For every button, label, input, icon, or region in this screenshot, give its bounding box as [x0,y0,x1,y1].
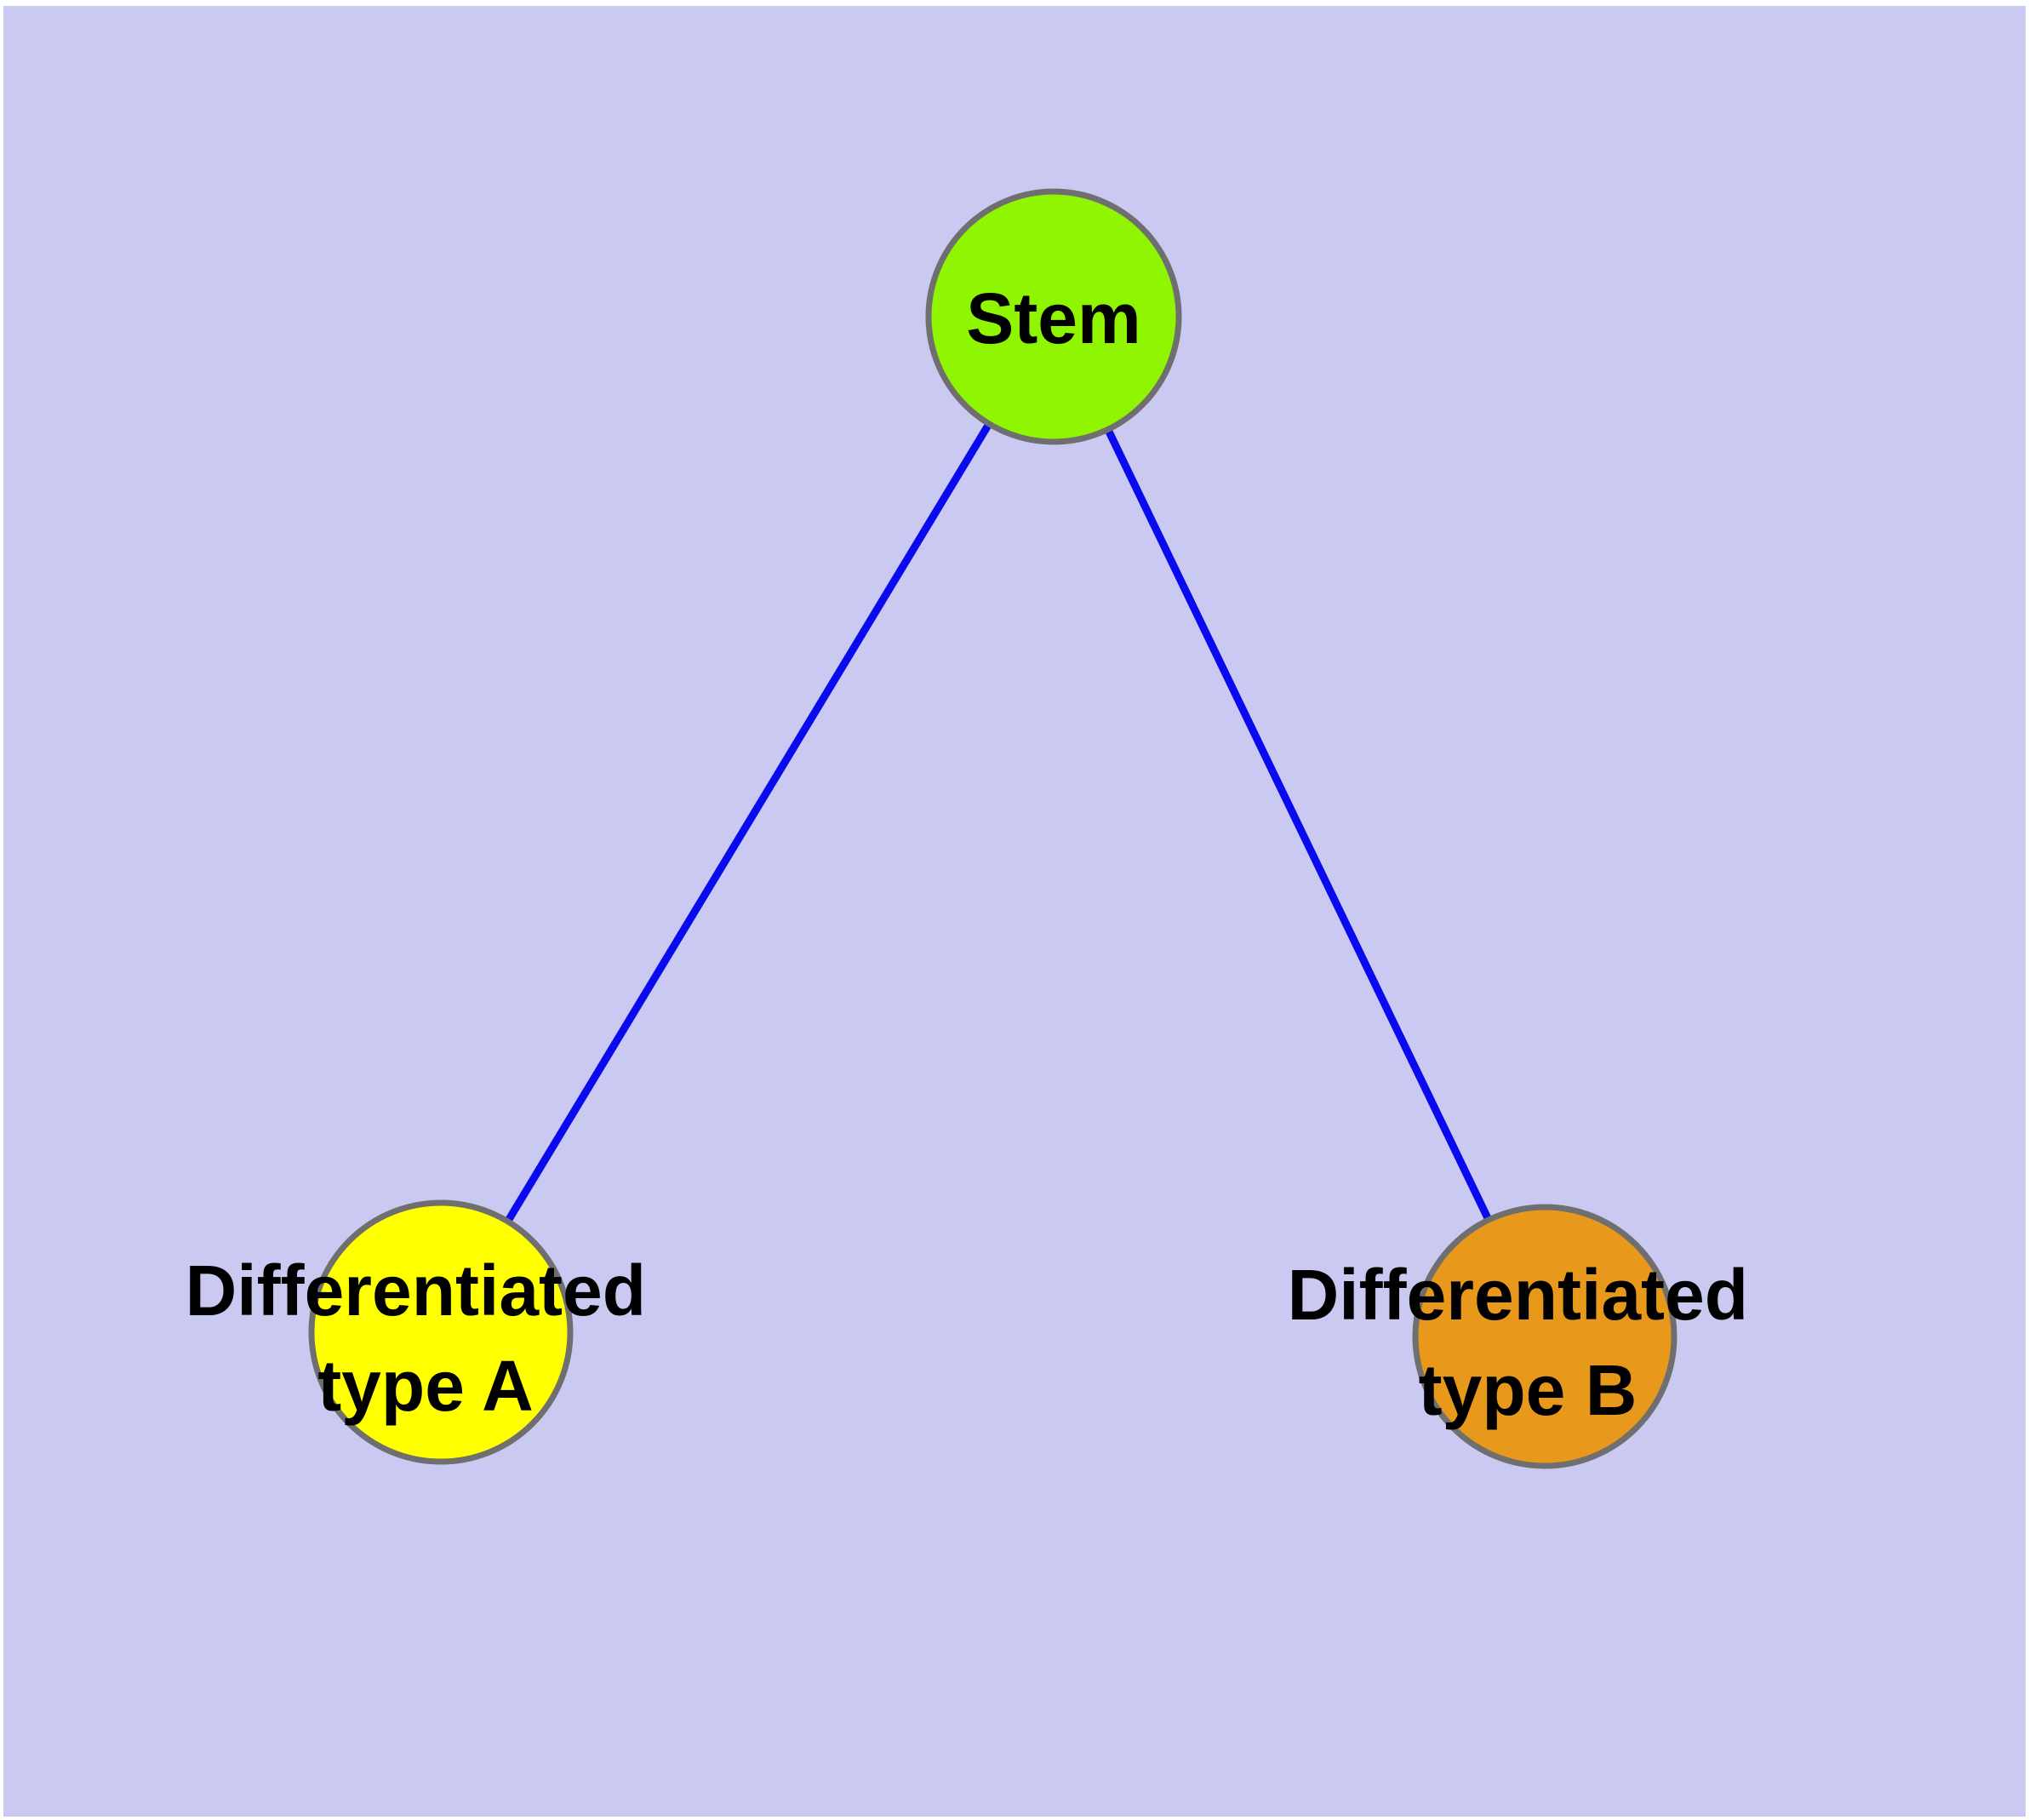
node-type-b-label-line1: Differentiated [1288,1255,1748,1335]
node-type-b-label-line2: type B [1419,1350,1637,1430]
node-type-b [1412,1204,1677,1469]
node-type-a-label-line1: Differentiated [186,1251,646,1331]
node-type-a-label: Differentiated type A [186,1251,666,1426]
node-type-b-label: Differentiated type B [1288,1255,1769,1430]
node-stem [925,188,1182,445]
node-type-a [308,1199,574,1465]
edge-stem-to-type-b [1049,315,1549,1338]
node-type-a-label-line2: type A [317,1346,534,1426]
edge-stem-to-type-a [437,314,1057,1335]
node-stem-label: Stem [966,278,1140,358]
